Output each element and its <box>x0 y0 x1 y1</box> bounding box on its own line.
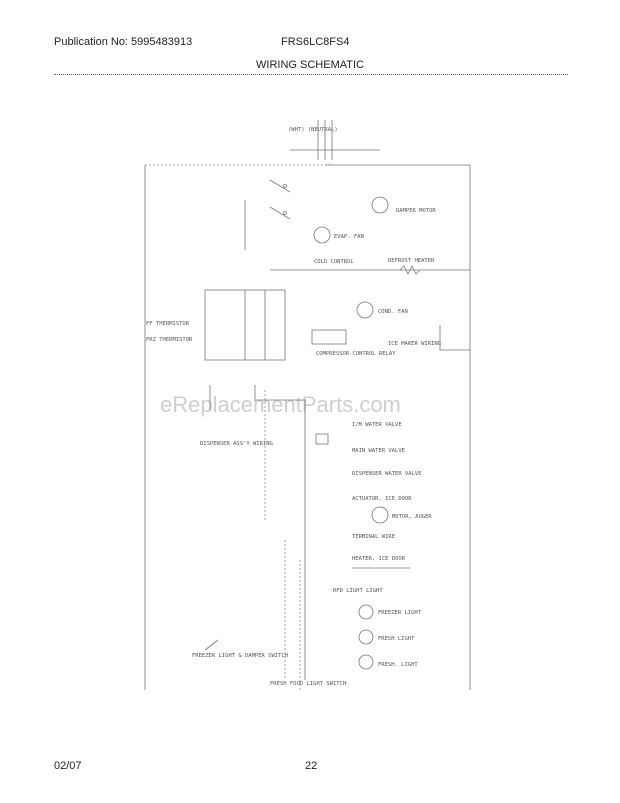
freezer-light: FREEZER LIGHT <box>358 604 422 620</box>
terminal-wire-label: TERMINAL WIRE <box>352 534 395 540</box>
ice-door-heater-label: HEATER, ICE DOOR <box>352 556 406 562</box>
compressor-relay-label: COMPRESSOR CONTROL RELAY <box>316 351 396 357</box>
ice-maker-label: ICE MAKER WIRING <box>388 341 441 347</box>
actuator-label: ACTUATOR, ICE DOOR <box>352 496 412 502</box>
page-title: WIRING SCHEMATIC <box>256 59 364 71</box>
damper-motor: DAMPER MOTOR <box>371 196 436 214</box>
power-cord: (WHT) (NEUTRAL) <box>288 120 380 160</box>
control-board <box>204 289 286 361</box>
door-switch-group <box>244 179 291 250</box>
damper-motor-label: DAMPER MOTOR <box>396 208 436 214</box>
footer-date: 02/07 <box>54 760 82 772</box>
publication-number: Publication No: 5995483913 <box>54 36 193 48</box>
fresh-light-2: FRESH. LIGHT <box>358 654 418 670</box>
rfd-light-label: RFD LIGHT LIGHT <box>333 588 383 594</box>
dispenser-water-valve-label: DISPENSER WATER VALVE <box>352 471 422 477</box>
neutral-bus-wire <box>145 162 331 166</box>
fresh-light-label: FRESH LIGHT <box>378 636 415 642</box>
frz-thermistor-label: FRZ THERMISTOR <box>146 337 193 343</box>
fresh-light-2-label: FRESH. LIGHT <box>378 662 418 668</box>
power-cord-label: (WHT) (NEUTRAL) <box>288 127 338 133</box>
defrost-heater: DEFROST HEATER <box>388 258 435 275</box>
dispenser-connector <box>209 385 329 680</box>
model-number: FRS6LC8FS4 <box>281 36 350 48</box>
ice-water-valve-label: I/M WATER VALVE <box>352 422 402 428</box>
cold-control-label: COLD CONTROL <box>314 259 354 265</box>
main-water-valve-label: MAIN WATER VALVE <box>352 448 405 454</box>
page-number: 22 <box>305 760 318 772</box>
condenser-fan-label: COND. FAN <box>378 309 408 315</box>
freezer-light-switch: FREEZER LIGHT & DAMPER SWITCH <box>192 639 288 659</box>
valves: I/M WATER VALVE MAIN WATER VALVE DISPENS… <box>352 422 422 477</box>
dispenser-wiring-label: DISPENSER ASS'Y WIRING <box>200 441 273 447</box>
right-bus-wire <box>325 164 471 690</box>
ice-maker: ICE MAKER WIRING <box>388 325 470 351</box>
fresh-light: FRESH LIGHT <box>358 629 415 645</box>
freezer-light-switch-label: FREEZER LIGHT & DAMPER SWITCH <box>192 653 288 659</box>
fresh-light-switch-label: FRESH FOOD LIGHT SWITCH <box>270 681 346 687</box>
auger-motor-label: MOTOR, AUGER <box>392 514 432 520</box>
defrost-heater-label: DEFROST HEATER <box>388 258 435 264</box>
actuator-ice-door: ACTUATOR, ICE DOOR <box>352 496 412 502</box>
header-divider <box>54 74 568 75</box>
auger-motor: MOTOR, AUGER <box>371 506 432 524</box>
dispenser-wiring-lines <box>264 390 301 690</box>
compressor-relay: COMPRESSOR CONTROL RELAY <box>311 329 396 357</box>
ff-thermistor-label: FF THERMISTOR <box>146 321 190 327</box>
evap-fan-label: EVAP. FAN <box>334 234 364 240</box>
watermark: eReplacementParts.com <box>160 392 401 417</box>
freezer-light-label: FREEZER LIGHT <box>378 610 422 616</box>
condenser-fan: COND. FAN <box>356 301 408 319</box>
cold-control: COLD CONTROL <box>270 259 470 271</box>
ice-door-heater: HEATER, ICE DOOR <box>352 556 410 569</box>
evap-fan: EVAP. FAN <box>313 226 364 244</box>
